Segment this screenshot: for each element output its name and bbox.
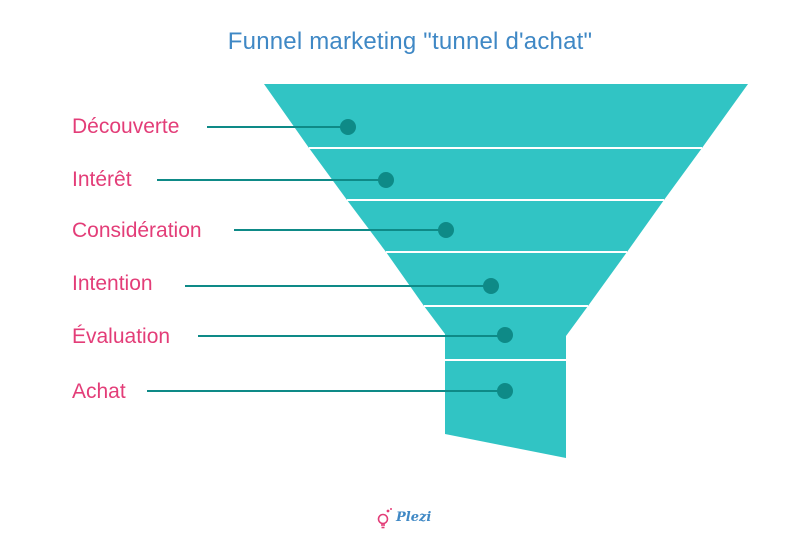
connector-dot-consideration [438,222,454,238]
funnel-layer-intention [386,252,627,306]
funnel-layer-decouverte [264,84,748,148]
stage-label-interet: Intérêt [72,168,132,191]
page-title: Funnel marketing "tunnel d'achat" [227,28,593,55]
connector-dot-evaluation [497,327,513,343]
stage-label-consideration: Considération [72,219,202,242]
connector-dot-interet [378,172,394,188]
connector-dot-decouverte [340,119,356,135]
connector-dot-intention [483,278,499,294]
connector-dot-achat [497,383,513,399]
logo-text: Plezi [396,510,432,525]
funnel-layer-achat [445,360,566,458]
funnel-layer-interet [309,148,702,200]
plezi-logo: Plezi [376,506,432,532]
funnel-layer-consideration [347,200,664,252]
stage-label-decouverte: Découverte [72,115,180,138]
lightbulb-icon [377,508,392,529]
stage-label-intention: Intention [72,272,153,295]
stage-label-evaluation: Évaluation [72,325,171,348]
stage-label-achat: Achat [72,380,126,403]
